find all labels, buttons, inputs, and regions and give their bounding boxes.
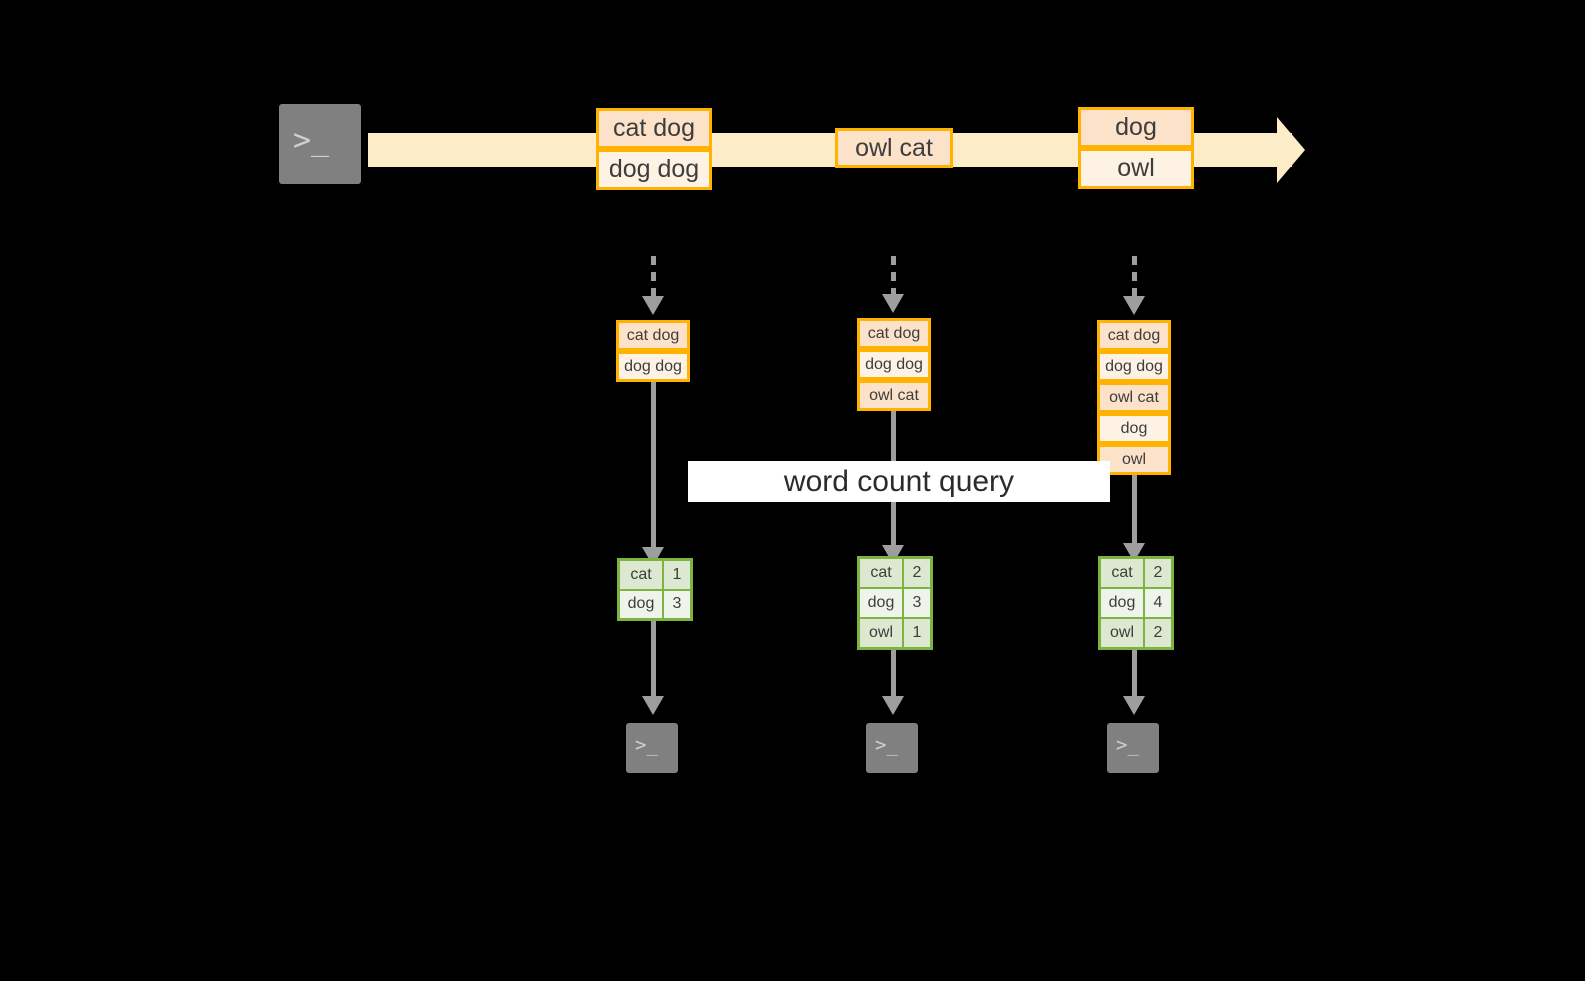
terminal-prompt-glyph: >_ [635,734,658,756]
table-row: owl 2 [1101,619,1171,647]
table-cell-count: 4 [1145,589,1171,617]
table-cell-word: cat [620,561,664,589]
table-cell-word: owl [1101,619,1145,647]
snapshot-trigger-arrow-head [1123,296,1145,315]
snapshot-record: dog dog [857,349,931,380]
snapshot-record: dog dog [616,351,690,382]
table-cell-word: cat [860,559,904,587]
table-cell-count: 1 [664,561,690,589]
snapshot-trigger-arrow-shaft [651,256,656,296]
source-terminal-icon: >_ [272,97,368,191]
table-cell-count: 3 [664,590,690,618]
snapshot-trigger-arrow-head [642,296,664,315]
terminal-body: >_ [866,723,918,773]
terminal-prompt-glyph: >_ [293,123,330,158]
table-row: cat 2 [1101,559,1171,589]
result-2-to-sink-head [882,696,904,715]
query-label: word count query [688,461,1110,502]
terminal-body: >_ [279,104,361,184]
snapshot-trigger-arrow-shaft [891,256,896,294]
sink-terminal-icon: >_ [1100,716,1166,780]
table-cell-count: 2 [904,559,930,587]
table-cell-count: 1 [904,619,930,647]
stream-record: dog dog [596,149,712,190]
sink-terminal-icon: >_ [859,716,925,780]
table-row: cat 2 [860,559,930,589]
stream-record: owl cat [835,128,953,168]
snapshot-record: cat dog [857,318,931,349]
terminal-prompt-glyph: >_ [875,734,898,756]
sink-terminal-icon: >_ [619,716,685,780]
stream-timeline-arrowhead [1277,117,1305,183]
snapshot-record: owl cat [857,380,931,411]
table-cell-count: 2 [1145,559,1171,587]
snapshot-record: dog dog [1097,351,1171,382]
snapshot-record: cat dog [616,320,690,351]
result-3-to-sink-shaft [1132,650,1137,696]
result-table: cat 2 dog 3 owl 1 [857,556,933,650]
snapshot-record: owl cat [1097,382,1171,413]
stream-record: owl [1078,148,1194,189]
table-cell-word: cat [1101,559,1145,587]
table-cell-word: dog [620,590,664,618]
table-row: dog 4 [1101,589,1171,619]
stream-record: cat dog [596,108,712,149]
table-row: dog 3 [860,589,930,619]
table-cell-word: dog [1101,589,1145,617]
snapshot-3-to-result-shaft [1132,475,1137,543]
snapshot-trigger-arrow-shaft [1132,256,1137,296]
table-cell-word: dog [860,589,904,617]
table-cell-word: owl [860,619,904,647]
result-3-to-sink-head [1123,696,1145,715]
snapshot-trigger-arrow-head [882,294,904,313]
table-row: cat 1 [620,561,690,591]
table-row: dog 3 [620,590,690,618]
terminal-body: >_ [1107,723,1159,773]
snapshot-record: cat dog [1097,320,1171,351]
result-1-to-sink-shaft [651,621,656,696]
snapshot-1-to-result-shaft [651,382,656,547]
table-row: owl 1 [860,619,930,647]
stream-record: dog [1078,107,1194,148]
result-1-to-sink-head [642,696,664,715]
result-table: cat 2 dog 4 owl 2 [1098,556,1174,650]
result-table: cat 1 dog 3 [617,558,693,621]
terminal-prompt-glyph: >_ [1116,734,1139,756]
terminal-body: >_ [626,723,678,773]
table-cell-count: 3 [904,589,930,617]
result-2-to-sink-shaft [891,650,896,696]
table-cell-count: 2 [1145,619,1171,647]
snapshot-record: dog [1097,413,1171,444]
